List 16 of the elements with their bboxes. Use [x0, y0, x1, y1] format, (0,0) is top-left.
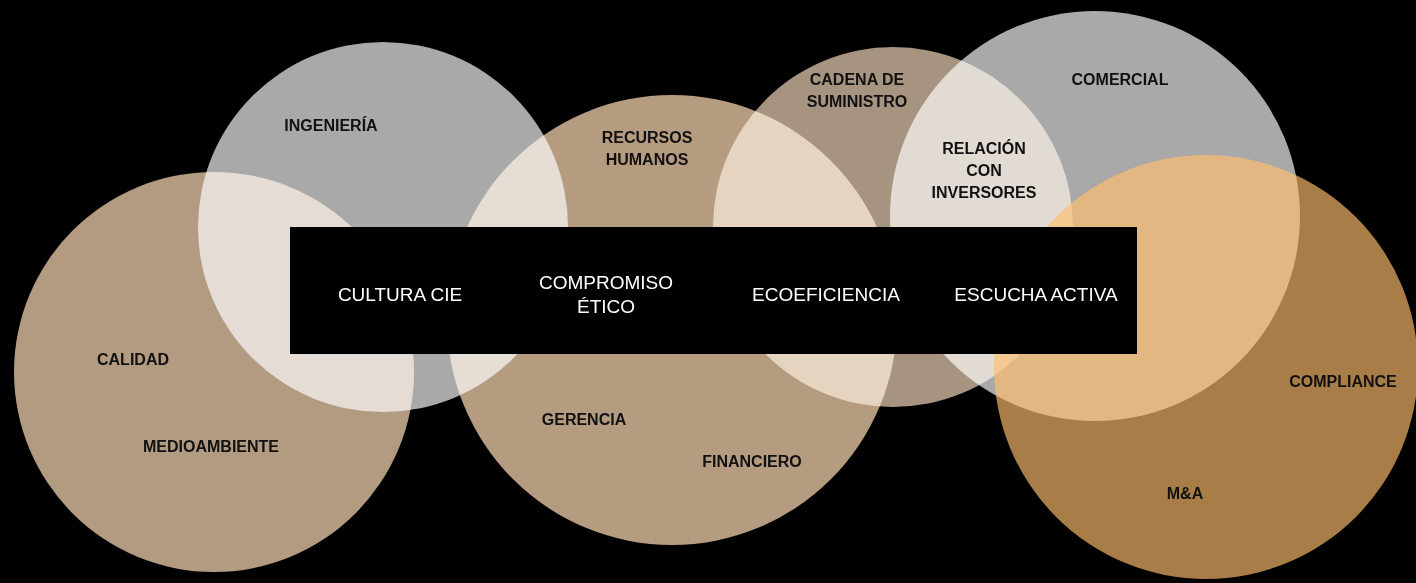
circle-label: INGENIERÍA: [283, 115, 379, 136]
value-label: ECOEFICIENCIA: [751, 283, 901, 307]
circle-label: COMPLIANCE: [1288, 372, 1398, 392]
circle-label: FINANCIERO: [701, 452, 803, 472]
value-label: COMPROMISO ÉTICO: [537, 271, 675, 319]
circle-label: GERENCIA: [540, 410, 628, 430]
value-label: ESCUCHA ACTIVA: [953, 283, 1119, 307]
banner-box: [290, 227, 1137, 354]
circle-label: CADENA DE SUMINISTRO: [805, 70, 909, 112]
circle-label: RECURSOS HUMANOS: [600, 128, 694, 170]
value-label: CULTURA CIE: [336, 283, 464, 307]
circle-label: CALIDAD: [96, 350, 170, 370]
circle-label: M&A: [1165, 484, 1205, 504]
circle-label: MEDIOAMBIENTE: [142, 437, 280, 457]
circle-label: RELACIÓN CON INVERSORES: [930, 138, 1038, 203]
circle-label: COMERCIAL: [1070, 70, 1170, 90]
